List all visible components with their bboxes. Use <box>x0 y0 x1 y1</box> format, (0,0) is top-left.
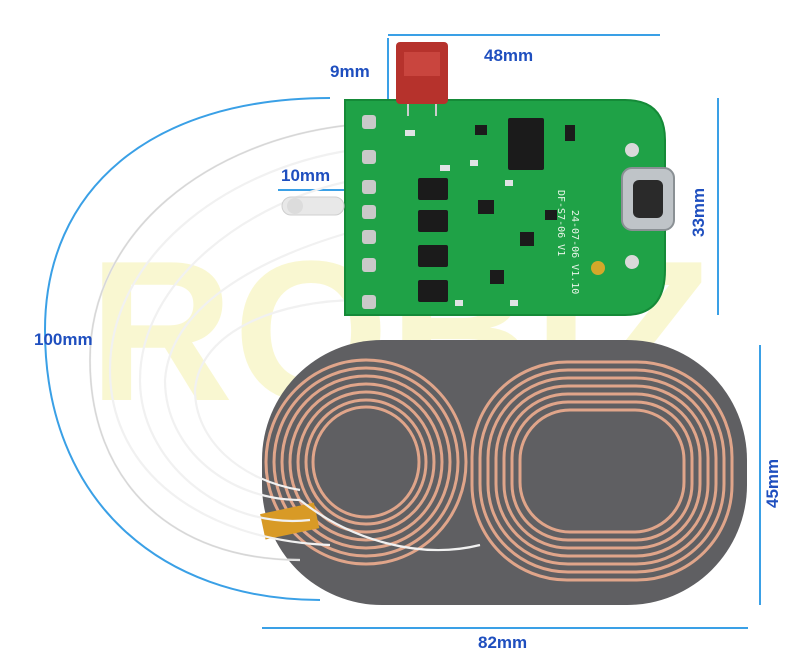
coil-right <box>470 360 734 582</box>
wire-length-arc <box>43 97 331 601</box>
pcb-board <box>345 100 665 315</box>
pcb-chips <box>418 118 575 302</box>
mount-hole-bottom <box>625 255 639 269</box>
pcb-label-1: DF-S7-06 V1 <box>555 190 566 256</box>
dimension-lines <box>43 34 761 629</box>
coil-left <box>264 358 468 566</box>
mount-hole-top <box>625 143 639 157</box>
board-height-label: 33mm <box>689 187 708 237</box>
pcb-components <box>405 130 518 306</box>
coil-height-label: 45mm <box>763 458 782 508</box>
cap-height-label: 9mm <box>330 62 370 81</box>
lead-spacing-label: 10mm <box>281 166 331 185</box>
coil-width-label: 82mm <box>478 633 528 652</box>
pcb-pads <box>362 115 376 309</box>
wire-length-label: 100mm <box>34 330 93 349</box>
board-width-label: 48mm <box>484 46 534 65</box>
pcb-label-2: 24-07-06 V1.10 <box>569 210 580 294</box>
test-pad <box>591 261 605 275</box>
